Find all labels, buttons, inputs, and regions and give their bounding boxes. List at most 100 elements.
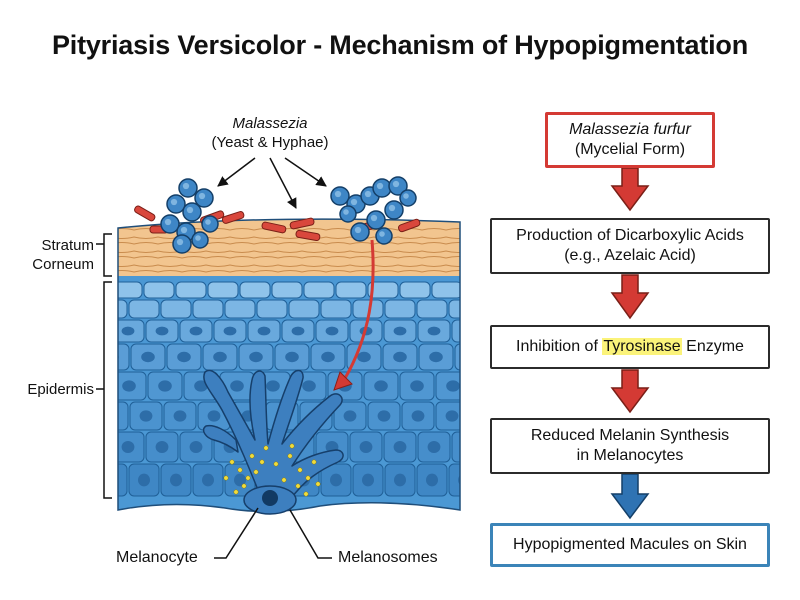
epidermal-cell (454, 343, 460, 371)
hypha (397, 218, 421, 233)
epidermal-cell (384, 299, 416, 319)
cell-nucleus (202, 473, 214, 487)
cell-nucleus (139, 410, 153, 422)
cell-nucleus (173, 410, 187, 422)
cell-nucleus (177, 351, 191, 363)
cell-nucleus (223, 326, 237, 336)
melanosome (223, 475, 229, 481)
epidermal-cell (335, 281, 367, 299)
melanosome (281, 477, 287, 483)
epidermal-cell (367, 281, 399, 299)
cell-nucleus (359, 441, 373, 453)
epidermal-cell (143, 281, 175, 299)
cell-nucleus (427, 326, 441, 336)
step-malassezia-furfur: Malassezia furfur (Mycelial Form) (545, 112, 715, 168)
epidermal-cell (118, 281, 143, 299)
pointer-arrow (284, 157, 327, 187)
stratum-bracket (103, 233, 112, 277)
melanosome (297, 467, 303, 473)
yeast-cell (201, 215, 219, 233)
cell-nucleus (362, 473, 374, 487)
epidermal-cell (431, 281, 460, 299)
cell-nucleus (155, 326, 169, 336)
cell-nucleus (429, 351, 443, 363)
melanosome-dots (223, 443, 321, 497)
melanosome (303, 491, 309, 497)
cell-nucleus (249, 351, 263, 363)
cell-nucleus (189, 326, 203, 336)
stratum-corneum-layer (118, 219, 460, 280)
cell-nucleus (285, 351, 299, 363)
cell-nucleus (357, 351, 371, 363)
melanosome-leader (289, 509, 332, 559)
cell-nucleus (141, 351, 155, 363)
cell-nucleus (291, 326, 305, 336)
cell-nucleus (121, 326, 135, 336)
melanosomes-label: Melanosomes (338, 549, 438, 566)
hypha (261, 221, 287, 234)
cell-nucleus (410, 380, 424, 392)
epidermal-cell (175, 281, 207, 299)
stratum-corneum-label: Stratum Corneum (32, 237, 94, 273)
pointer-arrow (217, 157, 256, 187)
melanosome (315, 481, 321, 487)
cell-nucleus (158, 380, 172, 392)
epidermal-cell (118, 343, 130, 371)
melanocyte-label: Melanocyte (116, 549, 198, 566)
epidermal-cell (271, 281, 303, 299)
cell-nucleus (426, 473, 438, 487)
epidermal-cell (451, 431, 460, 463)
cell-nucleus (325, 326, 339, 336)
cell-nucleus (155, 441, 169, 453)
cell-nucleus (121, 441, 135, 453)
epidermis-bracket (103, 281, 112, 499)
cell-nucleus (465, 352, 479, 362)
cell-nucleus (393, 351, 407, 363)
cell-nucleus (394, 473, 406, 487)
epidermal-cell (451, 319, 460, 343)
cell-nucleus (377, 410, 391, 422)
cell-nucleus (257, 326, 271, 336)
epidermal-cell (118, 463, 128, 497)
cell-nucleus (118, 351, 119, 363)
melanocyte-leader (214, 507, 259, 559)
cell-nucleus (118, 410, 119, 422)
step-tyrosinase-inhibition: Inhibition of Tyrosinase Enzyme (490, 325, 770, 369)
cell-nucleus (122, 380, 136, 392)
cell-nucleus (446, 380, 460, 392)
cell-nucleus (207, 410, 221, 422)
cell-nucleus (374, 380, 388, 392)
melanosome (311, 459, 317, 465)
melanosome (245, 475, 251, 481)
melanosome (305, 475, 311, 481)
hypha (289, 217, 315, 230)
cell-nucleus (266, 380, 280, 392)
melanosome (233, 489, 239, 495)
cell-nucleus (411, 410, 425, 422)
epidermal-cell (399, 281, 431, 299)
hypha (134, 205, 156, 222)
penetration-arrow (342, 239, 375, 381)
melanosome (253, 469, 259, 475)
cell-nucleus (106, 474, 118, 487)
cell-nucleus (393, 441, 407, 453)
melanosome (295, 483, 301, 489)
step-reduced-melanin: Reduced Melanin Synthesis in Melanocytes (490, 418, 770, 474)
hypha (221, 211, 245, 224)
step-dicarboxylic-acids: Production of Dicarboxylic Acids (e.g., … (490, 218, 770, 274)
melanosome (287, 453, 293, 459)
cell-nucleus (189, 441, 203, 453)
organism-forms: (Yeast & Hyphae) (211, 134, 329, 151)
cell-nucleus (170, 473, 182, 487)
epidermal-cell (320, 299, 352, 319)
cell-nucleus (230, 380, 244, 392)
cell-nucleus (343, 410, 357, 422)
cell-nucleus (462, 441, 475, 453)
cell-nucleus (302, 380, 316, 392)
melanosome (263, 445, 269, 451)
cell-nucleus (427, 441, 441, 453)
yeast-cell (191, 231, 209, 249)
cell-nucleus (445, 410, 459, 422)
epidermal-cell (224, 299, 256, 319)
epidermal-cell (192, 299, 224, 319)
